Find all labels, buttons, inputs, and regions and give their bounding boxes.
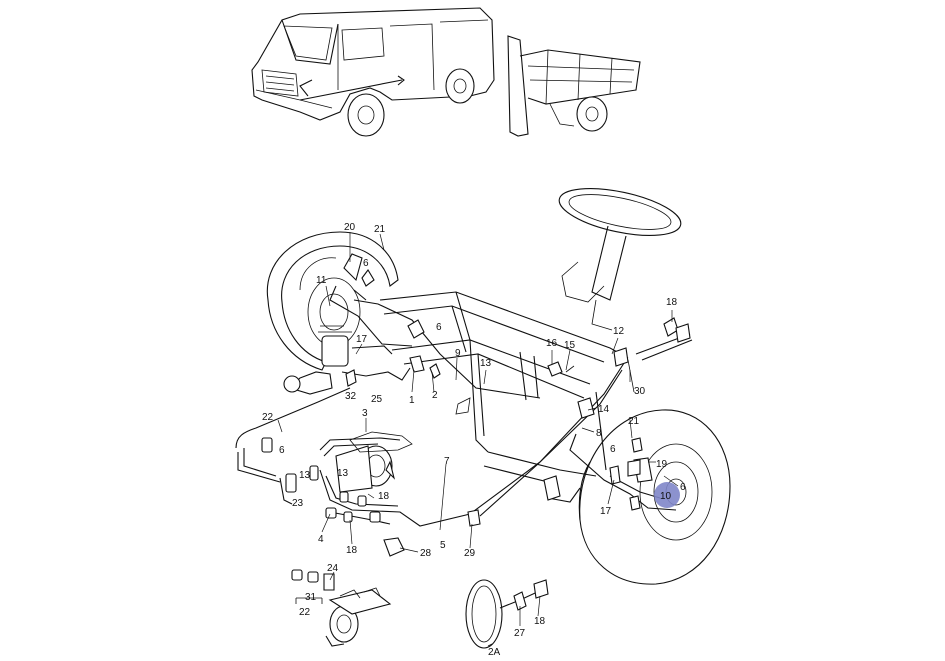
part-label-4[interactable]: 4 — [318, 534, 324, 545]
leader-lines — [277, 232, 679, 647]
pickup-illustration — [507, 35, 641, 137]
part-label-14[interactable]: 14 — [598, 404, 610, 415]
part-label-6[interactable]: 6 — [680, 482, 686, 493]
part-label-1[interactable]: 1 — [409, 395, 415, 406]
part-label-5[interactable]: 5 — [440, 540, 446, 551]
part-label-13[interactable]: 13 — [480, 358, 492, 369]
part-label-20[interactable]: 20 — [344, 222, 356, 233]
part-label-8[interactable]: 8 — [596, 428, 602, 439]
part-label-12[interactable]: 12 — [613, 326, 625, 337]
chassis-assembly — [235, 188, 731, 585]
brake-hose-detail — [465, 579, 549, 649]
part-label-6[interactable]: 6 — [279, 445, 285, 456]
part-label-6[interactable]: 6 — [610, 444, 616, 455]
part-label-18[interactable]: 18 — [534, 616, 546, 627]
part-label-29[interactable]: 29 — [464, 548, 476, 559]
part-label-9[interactable]: 9 — [455, 348, 461, 359]
part-label-22[interactable]: 22 — [299, 607, 311, 618]
part-label-31[interactable]: 31 — [305, 592, 317, 603]
part-label-6[interactable]: 6 — [363, 258, 369, 269]
selected-part-highlight[interactable] — [654, 482, 680, 508]
part-label-3[interactable]: 3 — [362, 408, 368, 419]
part-label-2[interactable]: 2 — [432, 390, 438, 401]
part-label-18[interactable]: 18 — [666, 297, 678, 308]
part-label-32[interactable]: 32 — [345, 391, 357, 402]
part-label-10[interactable]: 10 — [660, 491, 672, 502]
part-label-15[interactable]: 15 — [564, 340, 576, 351]
part-label-21[interactable]: 21 — [374, 224, 386, 235]
van-illustration — [251, 7, 495, 137]
part-label-27[interactable]: 27 — [514, 628, 526, 639]
part-label-6[interactable]: 6 — [436, 322, 442, 333]
part-label-17[interactable]: 17 — [600, 506, 612, 517]
part-label-7[interactable]: 7 — [444, 456, 450, 467]
part-label-18[interactable]: 18 — [346, 545, 358, 556]
part-label-18[interactable]: 18 — [378, 491, 390, 502]
part-label-13[interactable]: 13 — [299, 470, 311, 481]
part-label-2A[interactable]: 2A — [488, 647, 501, 658]
part-label-28[interactable]: 28 — [420, 548, 432, 559]
part-labels: 20 21 6 11 17 6 9 13 16 15 12 18 25 32 1… — [262, 222, 686, 658]
part-label-24[interactable]: 24 — [327, 563, 339, 574]
part-label-16[interactable]: 16 — [546, 338, 558, 349]
part-label-21[interactable]: 21 — [628, 416, 640, 427]
part-label-17[interactable]: 17 — [356, 334, 368, 345]
part-label-23[interactable]: 23 — [292, 498, 304, 509]
part-label-25[interactable]: 25 — [371, 394, 383, 405]
part-label-30[interactable]: 30 — [634, 386, 646, 397]
master-cylinder-detail — [291, 569, 392, 647]
part-label-19[interactable]: 19 — [656, 459, 668, 470]
part-label-13[interactable]: 13 — [337, 468, 349, 479]
part-label-22[interactable]: 22 — [262, 412, 274, 423]
part-label-11[interactable]: 11 — [316, 275, 327, 286]
